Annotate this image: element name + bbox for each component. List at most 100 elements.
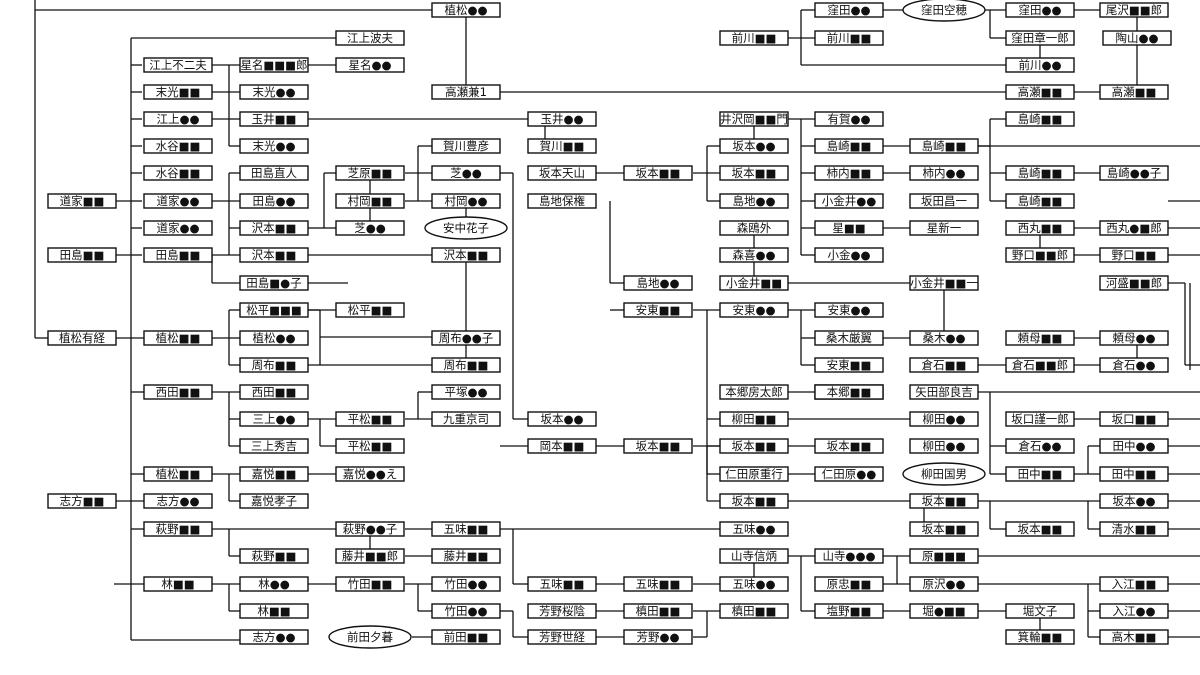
- person-name: 窪田空穂: [921, 3, 967, 17]
- node-box: [431, 411, 501, 427]
- person-node: 槙田■■: [623, 603, 693, 619]
- person-node: 島地●●: [719, 193, 789, 209]
- person-name: 三上●●: [252, 412, 295, 426]
- node-box: [719, 302, 789, 318]
- person-name: 水谷■■: [156, 139, 201, 153]
- person-name: 前川■■: [827, 31, 872, 45]
- person-name: 野口■■郎: [1012, 248, 1068, 262]
- node-box: [335, 302, 405, 318]
- person-node: 竹田●●: [431, 576, 501, 592]
- person-node: 坂本●●: [1099, 493, 1169, 509]
- person-node: 倉石●●: [1099, 357, 1169, 373]
- person-name: 周布■■: [444, 358, 489, 372]
- node-box: [239, 357, 309, 373]
- node-box: [1005, 438, 1075, 454]
- person-node: 窪田章一郎: [1005, 30, 1075, 46]
- node-box: [719, 438, 789, 454]
- person-name: 森喜●●: [732, 248, 775, 262]
- person-name: 田島●●: [252, 194, 295, 208]
- person-name: 坂口謹一郎: [1011, 412, 1069, 426]
- node-box: [623, 438, 693, 454]
- person-name: 本郷房太郎: [725, 385, 783, 399]
- person-name: 岡本■■: [540, 439, 585, 453]
- node-box: [1005, 193, 1075, 209]
- node-box: [623, 302, 693, 318]
- person-name: 柳田●●: [922, 412, 965, 426]
- person-node: 坂本■■: [623, 438, 693, 454]
- person-node: 芳野●●: [623, 629, 693, 645]
- person-node: 前田夕暮: [328, 625, 412, 649]
- person-node: 坂本●●: [527, 411, 597, 427]
- person-node: 芝●●: [431, 165, 501, 181]
- person-node: 本郷■■: [814, 384, 884, 400]
- person-node: 坂本■■: [623, 165, 693, 181]
- person-name: 末光●●: [252, 139, 295, 153]
- person-name: 玉井●●: [540, 112, 583, 126]
- person-name: 星名■■■郎: [240, 58, 307, 72]
- highlight-ellipse: [902, 0, 986, 22]
- person-node: 江上●●: [143, 111, 213, 127]
- person-name: 玉井■■: [252, 112, 297, 126]
- person-node: 松平■■: [335, 302, 405, 318]
- node-box: [527, 193, 597, 209]
- person-name: 入江●●: [1112, 604, 1155, 618]
- person-node: 平松■■: [335, 411, 405, 427]
- person-node: 原忠■■: [814, 576, 884, 592]
- person-name: 桑木厳翼: [826, 331, 872, 345]
- person-node: 窪田●●: [814, 2, 884, 18]
- node-box: [239, 302, 309, 318]
- person-node: 沢本■■: [239, 247, 309, 263]
- node-box: [909, 411, 979, 427]
- node-box: [623, 603, 693, 619]
- node-box: [1099, 84, 1169, 100]
- person-node: 西丸●■郎: [1099, 220, 1169, 236]
- person-name: 坂本■■: [732, 494, 777, 508]
- person-node: 矢田部良吉: [909, 384, 979, 400]
- node-box: [143, 111, 213, 127]
- person-name: 田島直人: [251, 166, 297, 180]
- person-node: 道家■■: [47, 193, 117, 209]
- person-node: 田島■■: [143, 247, 213, 263]
- person-node: 五味■■: [431, 521, 501, 537]
- person-name: 頼母●●: [1112, 331, 1155, 345]
- node-box: [1005, 330, 1075, 346]
- person-name: 坂本■■: [636, 439, 681, 453]
- person-name: 村岡●●: [444, 194, 487, 208]
- person-name: 原沢●●: [922, 577, 965, 591]
- person-node: 坂本■■: [814, 438, 884, 454]
- person-name: 水谷■■: [156, 166, 201, 180]
- person-name: 矢田部良吉: [915, 385, 973, 399]
- person-name: 田島■■: [60, 248, 105, 262]
- person-name: 高木■■: [1112, 630, 1157, 644]
- person-node: 萩野■■: [143, 521, 213, 537]
- person-node: 前川■■: [719, 30, 789, 46]
- node-box: [239, 220, 309, 236]
- node-box: [143, 57, 213, 73]
- node-box: [335, 521, 405, 537]
- person-name: 柳田国男: [921, 467, 967, 481]
- node-box: [47, 330, 117, 346]
- person-name: 道家●●: [156, 194, 199, 208]
- node-box: [239, 57, 309, 73]
- person-node: 林■■: [143, 576, 213, 592]
- person-node: 島地保権: [527, 193, 597, 209]
- person-node: 頼母■■: [1005, 330, 1075, 346]
- person-node: 田島■●子: [239, 275, 309, 291]
- node-box: [719, 384, 789, 400]
- node-box: [1005, 57, 1075, 73]
- person-node: 藤井■■郎: [335, 548, 405, 564]
- person-node: 五味●●: [719, 521, 789, 537]
- node-box: [527, 138, 597, 154]
- node-box: [909, 576, 979, 592]
- person-node: 島崎■■: [909, 138, 979, 154]
- node-box: [143, 521, 213, 537]
- person-name: 柿内●●: [922, 166, 965, 180]
- node-box: [1005, 111, 1075, 127]
- node-box: [909, 521, 979, 537]
- person-node: 江上波夫: [335, 30, 405, 46]
- node-box: [1005, 84, 1075, 100]
- node-box: [239, 411, 309, 427]
- person-node: 高木■■: [1099, 629, 1169, 645]
- person-node: 有賀●●: [814, 111, 884, 127]
- person-name: 芳野世経: [539, 630, 585, 644]
